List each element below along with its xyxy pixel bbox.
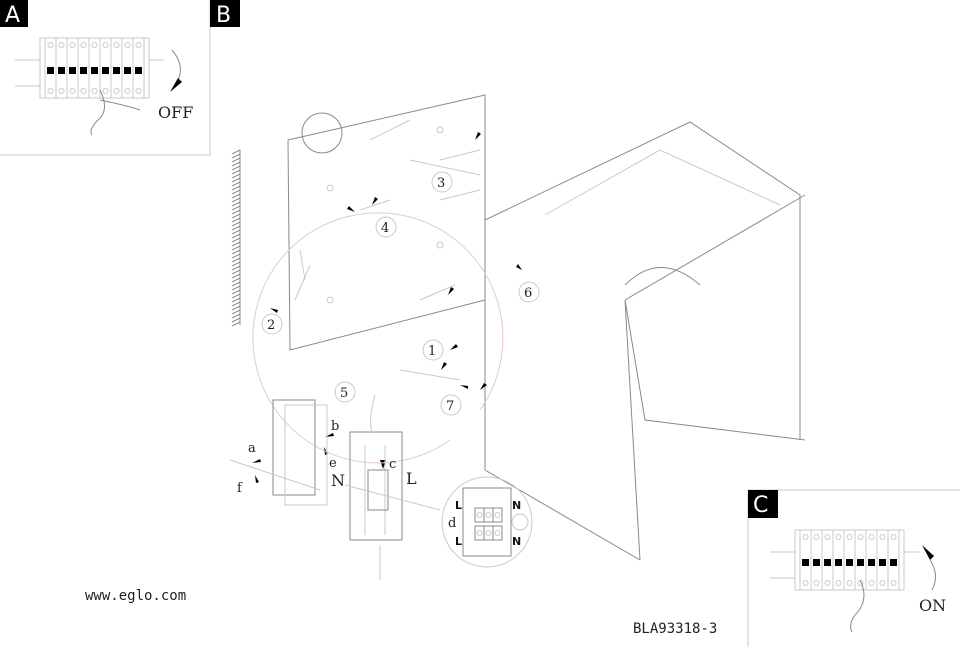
- panel-b-badge: [210, 0, 240, 27]
- live-label: L: [406, 469, 417, 488]
- wire-label-c: c: [389, 457, 396, 472]
- panel-b-label: B: [216, 3, 231, 28]
- terminal-neutral-bottom: N: [512, 535, 521, 548]
- breaker-switch: [857, 559, 864, 566]
- neutral-label: N: [331, 471, 345, 490]
- callout-4: 4: [381, 221, 389, 236]
- callout-2: 2: [267, 318, 275, 333]
- on-label: ON: [919, 596, 946, 615]
- wire-label-b: b: [331, 419, 339, 434]
- pointer-arrows: [252, 132, 522, 483]
- breaker-switch: [890, 559, 897, 566]
- rotate-arrow: [929, 559, 936, 591]
- cover-plate: [272, 399, 316, 496]
- terminal-neutral-top: N: [512, 499, 521, 512]
- breaker-switch: [846, 559, 853, 566]
- panel-c: C ON: [747, 489, 960, 647]
- wiring-detail: a b c e f N L: [229, 212, 504, 580]
- breaker-strip-on: [770, 529, 919, 591]
- terminal-detail: L N L N d: [441, 476, 533, 568]
- terminal: [492, 525, 503, 541]
- breaker-switch: [124, 67, 131, 74]
- wire-label-f: f: [237, 481, 243, 496]
- callout-1: 1: [428, 344, 436, 359]
- breaker-switch: [91, 67, 98, 74]
- website-text: www.eglo.com: [85, 588, 186, 604]
- terminal: [474, 525, 485, 541]
- panel-a-badge: [0, 0, 28, 27]
- callout-3: 3: [437, 176, 445, 191]
- breaker-switch: [102, 67, 109, 74]
- breaker-switch: [113, 67, 120, 74]
- earth-icon: [511, 513, 529, 531]
- wire-label-e: e: [329, 456, 337, 471]
- breaker-switch: [824, 559, 831, 566]
- hand-outline: [850, 579, 865, 633]
- breaker-switch: [868, 559, 875, 566]
- detail-circle: [301, 112, 343, 154]
- breaker: [887, 529, 900, 591]
- breaker-strip-off: [15, 37, 164, 99]
- panel-a: A OFF: [0, 0, 211, 156]
- wire-label-a: a: [248, 441, 256, 456]
- breaker-switch: [135, 67, 142, 74]
- breaker-switch: [80, 67, 87, 74]
- wire-label-d: d: [448, 516, 456, 531]
- panel-a-label: A: [5, 3, 20, 28]
- lamp-body: [484, 121, 806, 561]
- callout-6: 6: [524, 286, 532, 301]
- breaker-switch: [69, 67, 76, 74]
- arrow-head-icon: [922, 545, 934, 560]
- breaker-switch: [813, 559, 820, 566]
- hand-outline: [90, 89, 141, 136]
- document-code: BLA93318-3: [633, 621, 717, 637]
- terminal-live-top: L: [455, 499, 462, 512]
- breaker-switch: [879, 559, 886, 566]
- off-label: OFF: [158, 103, 193, 122]
- rotate-arrow: [171, 49, 181, 81]
- breaker-switch: [802, 559, 809, 566]
- panel-c-badge: [748, 490, 778, 518]
- terminal: [483, 507, 494, 523]
- callouts: 1 2 3 4 5 6 7: [261, 171, 540, 416]
- panel-c-label: C: [753, 493, 768, 518]
- arrow-head-icon: [170, 78, 182, 92]
- terminal: [474, 507, 485, 523]
- wall-hatching: [231, 149, 241, 327]
- callout-5: 5: [340, 386, 348, 401]
- terminal-box: [349, 431, 403, 541]
- callout-7: 7: [446, 399, 454, 414]
- breaker-switch: [47, 67, 54, 74]
- terminal: [483, 525, 494, 541]
- breaker-switch: [835, 559, 842, 566]
- breaker-switch: [58, 67, 65, 74]
- breaker: [132, 37, 145, 99]
- terminal-live-bottom: L: [455, 535, 462, 548]
- terminal: [492, 507, 503, 523]
